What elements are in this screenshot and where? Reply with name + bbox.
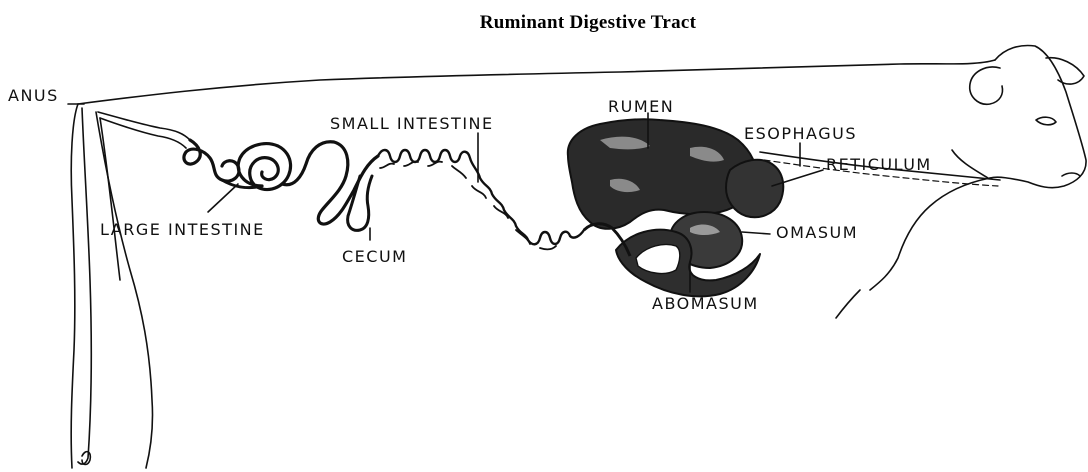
cow-eye-outline [1036,117,1056,125]
omasum-leader [742,232,770,234]
label-reticulum: RETICULUM [826,155,932,174]
label-esophagus: ESOPHAGUS [744,124,857,143]
rectum-line [98,112,190,140]
cow-hind-leg-outline [96,112,153,468]
cow-rump-outline [71,104,78,468]
cow-back-outline [78,60,995,104]
cow-head-outline [990,46,1086,188]
cecum-pouch [348,176,372,230]
reticulum [726,160,783,217]
large-intestine [184,140,239,181]
label-small-intestine: SMALL INTESTINE [330,114,494,133]
label-large-intestine: LARGE INTESTINE [100,220,265,239]
cow-tail-outline [78,108,91,464]
label-cecum: CECUM [342,247,407,266]
label-omasum: OMASUM [776,223,858,242]
cow-ear-outline [970,67,1003,104]
large-intestine-leader [208,184,238,212]
label-abomasum: ABOMASUM [652,294,759,313]
label-anus: ANUS [8,86,59,105]
label-rumen: RUMEN [608,97,674,116]
cow-neck-outline [870,178,990,290]
